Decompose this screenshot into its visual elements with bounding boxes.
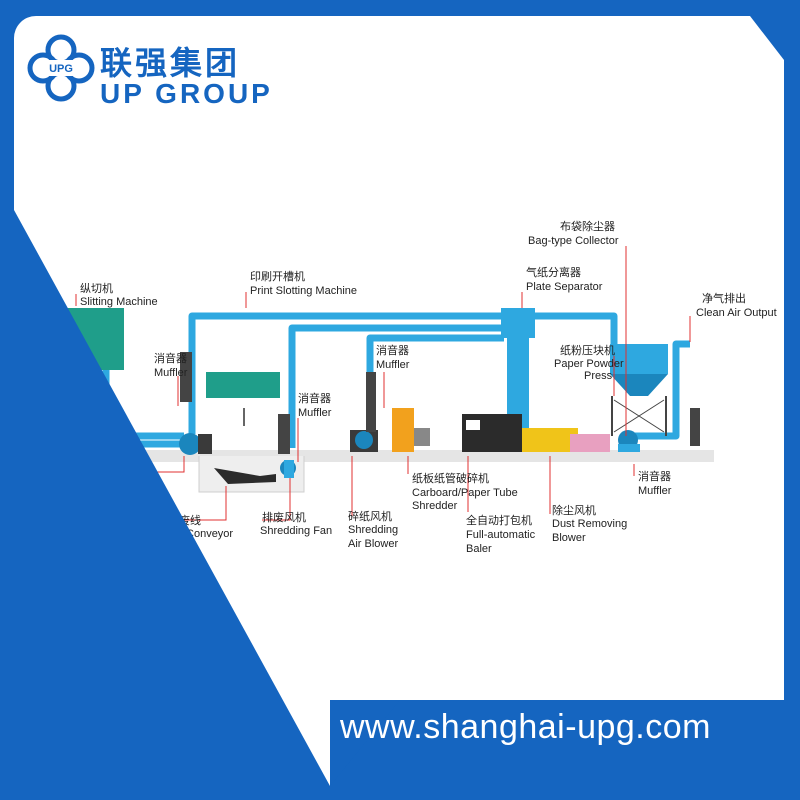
label-powder-press: 纸粉压块机 Paper Powder Press — [554, 343, 624, 382]
label-shredding-air-blower-2: 碎纸风机 Shredding Air Blower — [348, 509, 398, 550]
label-dust-removing-blower: 除尘风机 Dust Removing Blower — [552, 503, 627, 544]
label-print-slotting: 印刷开槽机 Print Slotting Machine — [250, 269, 357, 297]
brand-logo: UPG 联强集团 UP GROUP — [26, 24, 326, 124]
label-tube-shredder: 纸板纸管破碎机 Carboard/Paper Tube Shredder — [412, 471, 518, 512]
label-en: Muffler — [376, 359, 410, 371]
label-cn: 布袋除尘器 — [560, 219, 615, 233]
label-en-2: Baler — [466, 543, 492, 555]
label-en-1: Carboard/Paper Tube — [412, 487, 518, 499]
label-shredding-fan: 排废风机 Shredding Fan — [260, 510, 332, 537]
paper-tube-shredder — [392, 408, 414, 452]
label-en: Muffler — [298, 407, 332, 419]
dust-removing-blower — [618, 430, 640, 452]
label-cn: 排废线 — [168, 513, 201, 527]
muffler-4 — [690, 408, 700, 446]
label-plate-separator: 气纸分离器 Plate Separator — [526, 265, 603, 293]
plate-separator — [507, 338, 529, 438]
label-en: Shredding Fan — [260, 525, 332, 537]
label-cn: 气纸分离器 — [526, 265, 581, 279]
label-cn: 印刷开槽机 — [250, 269, 305, 283]
label-belt-conveyor: 排废线 Belt Conveyor — [164, 513, 233, 540]
label-cn: 消音器 — [154, 351, 187, 365]
upg-emblem-icon: UPG — [27, 34, 95, 102]
label-cn: 碎纸风机 — [348, 509, 392, 523]
label-en: Muffler — [154, 367, 188, 379]
floor — [34, 450, 714, 493]
shredder-feed — [414, 428, 430, 446]
plate-separator-head — [501, 308, 535, 338]
label-en-1: Shredding — [82, 485, 132, 497]
label-en: Plate Separator — [526, 281, 603, 293]
label-muffler-4: 消音器 Muffler — [638, 469, 672, 497]
label-muffler-3: 消音器 Muffler — [376, 343, 410, 371]
brand-name-cn: 联强集团 — [100, 44, 241, 82]
website-link[interactable]: www.shanghai-upg.com — [340, 708, 711, 746]
label-clean-air: 净气排出 Clean Air Output — [696, 291, 777, 319]
label-shredding-air-blower-1: 碎纸风机 Shredding Air Blower — [82, 469, 132, 513]
label-cn: 消音器 — [298, 391, 331, 405]
label-en-2: Air Blower — [82, 501, 132, 513]
label-en-1: Dust Removing — [552, 518, 627, 530]
duct-to-collector — [534, 312, 618, 346]
content-card: UPG 联强集团 UP GROUP — [14, 16, 784, 786]
label-en-2: Press — [584, 370, 613, 382]
label-cn: 纸板纸管破碎机 — [412, 471, 489, 485]
full-automatic-baler — [462, 414, 610, 452]
label-en: Slitting Machine — [80, 296, 158, 308]
muffler-2 — [278, 414, 290, 454]
label-en-1: Shredding — [348, 524, 398, 536]
duct-clean-air — [626, 340, 690, 440]
label-bag-collector: 布袋除尘器 Bag-type Collector — [528, 219, 619, 247]
label-en: Bag-type Collector — [528, 235, 619, 247]
label-en-2: Blower — [552, 532, 586, 544]
production-line-diagram: 纵切机 Slitting Machine 印刷开槽机 Print Slottin… — [34, 219, 777, 555]
slitting-machine — [34, 308, 124, 370]
emblem-text: UPG — [49, 63, 73, 75]
label-cn: 消音器 — [638, 469, 671, 483]
label-cn: 纸粉压块机 — [560, 343, 615, 357]
muffler-3 — [366, 372, 376, 432]
label-muffler-2: 消音器 Muffler — [298, 391, 332, 419]
label-cn: 除尘风机 — [552, 503, 596, 517]
label-cn: 消音器 — [376, 343, 409, 357]
label-en: Muffler — [638, 485, 672, 497]
label-cn: 纵切机 — [80, 281, 113, 295]
label-en-1: Full-automatic — [466, 529, 536, 541]
shredding-air-blower-2 — [350, 430, 378, 452]
label-en: Clean Air Output — [696, 307, 777, 319]
shredding-air-blower-1 — [179, 433, 212, 455]
label-cn: 全自动打包机 — [466, 513, 532, 527]
label-en-2: Shredder — [412, 500, 458, 512]
label-en-2: Air Blower — [348, 538, 398, 550]
label-en: Belt Conveyor — [164, 528, 233, 540]
print-slotting-machine — [206, 372, 280, 398]
brand-name-en: UP GROUP — [100, 78, 273, 109]
label-cn: 碎纸风机 — [82, 469, 126, 483]
label-cn: 净气排出 — [702, 291, 746, 305]
bag-type-collector — [610, 344, 668, 436]
label-en: Print Slotting Machine — [250, 285, 357, 297]
label-en-1: Paper Powder — [554, 358, 624, 370]
label-baler: 全自动打包机 Full-automatic Baler — [466, 513, 536, 555]
label-slitting-machine: 纵切机 Slitting Machine — [80, 281, 158, 308]
label-cn: 排废风机 — [262, 510, 306, 524]
